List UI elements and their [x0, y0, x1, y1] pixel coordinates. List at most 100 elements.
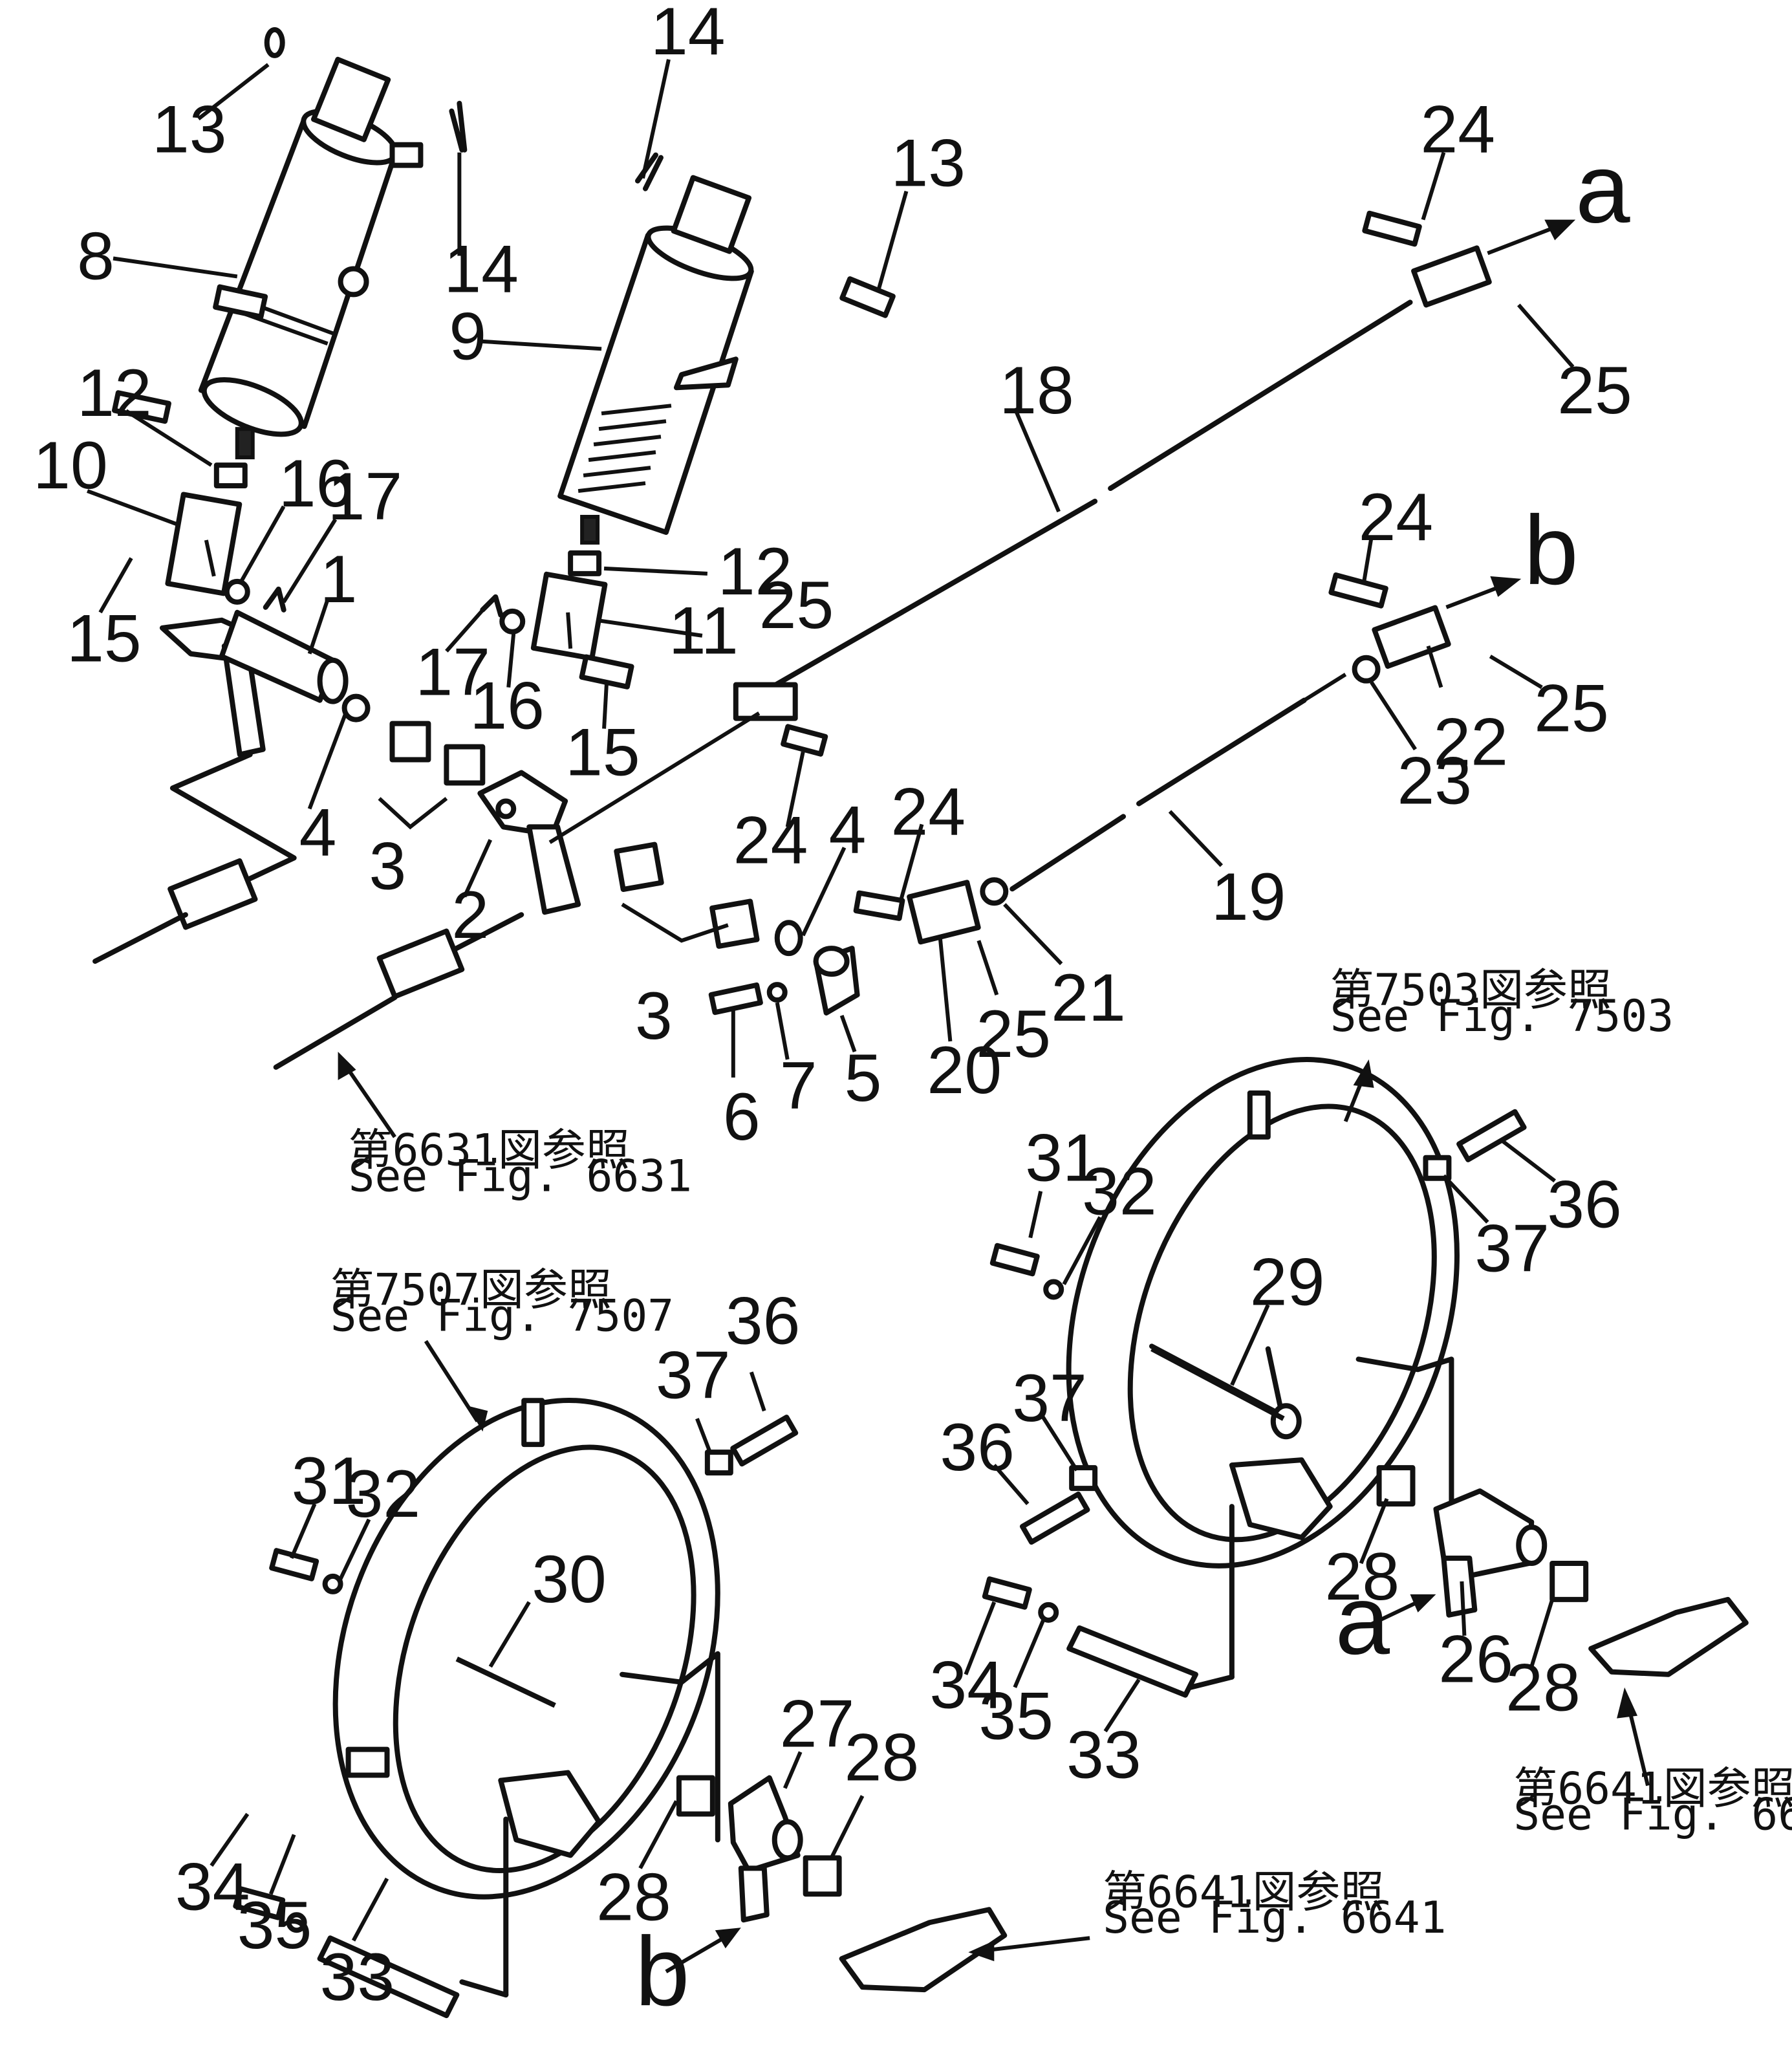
- label-23: 23: [1398, 743, 1473, 818]
- label-28: 28: [845, 1721, 920, 1796]
- label-24: 24: [1359, 480, 1434, 555]
- label-12: 12: [718, 534, 793, 609]
- pin-33-left: [233, 1886, 460, 2019]
- rod-end-11: [530, 571, 608, 661]
- brake-band-left: [332, 1398, 720, 1998]
- bolts-15: [111, 390, 634, 690]
- pins-24: [781, 210, 1422, 921]
- label-36: 36: [726, 1283, 801, 1358]
- label-9: 9: [449, 299, 486, 374]
- lever-5-bolt-6: [708, 946, 860, 1016]
- ref-6631-en: See Fig. 6631: [349, 1151, 692, 1202]
- label-17: 17: [415, 635, 490, 710]
- label-36: 36: [1547, 1168, 1622, 1243]
- label-6: 6: [723, 1080, 761, 1155]
- clevis-pin-13-right: [839, 276, 896, 318]
- ref-6631-jp: 第6631図参照: [349, 1125, 630, 1177]
- label-35: 35: [978, 1679, 1053, 1754]
- label-14: 14: [444, 232, 519, 307]
- bolts-36-right: [989, 1109, 1527, 1545]
- clevis-pin-13-left: [213, 27, 285, 320]
- lever-26: [1433, 1488, 1548, 1618]
- label-7: 7: [780, 1048, 817, 1124]
- label-37: 37: [1474, 1211, 1549, 1287]
- lever-fig6641-right: [1588, 1596, 1749, 1677]
- pin-33-right: [982, 1576, 1198, 1698]
- label-15: 15: [565, 715, 640, 790]
- cotter-pin-14-right: [635, 152, 664, 191]
- label-3: 3: [369, 829, 407, 904]
- label-28: 28: [596, 1860, 671, 1935]
- bearings-28-left: [676, 1775, 842, 1897]
- label-1: 1: [320, 542, 358, 617]
- label-25: 25: [1557, 353, 1632, 428]
- letter-b: b: [1524, 496, 1578, 605]
- label-2: 2: [451, 878, 489, 953]
- label-37: 37: [656, 1338, 731, 1413]
- label-25: 25: [759, 568, 834, 643]
- letter-a: a: [1335, 1566, 1390, 1675]
- letter-a: a: [1575, 135, 1630, 244]
- connection-letters: a b a b: [635, 135, 1630, 2027]
- ref-6641-en: See Fig. 6641: [1103, 1893, 1446, 1944]
- label-35: 35: [237, 1888, 312, 1963]
- label-26: 26: [1438, 1622, 1513, 1697]
- pin-29: [1150, 1346, 1285, 1421]
- ref-6641-en: See Fig. 6641: [1513, 1789, 1792, 1840]
- bolts-36-left: [269, 1415, 799, 1778]
- washers-pins-16-17: [224, 578, 526, 635]
- label-24: 24: [733, 803, 808, 878]
- label-31: 31: [1025, 1121, 1100, 1196]
- label-5: 5: [845, 1041, 882, 1116]
- label-25: 25: [976, 997, 1051, 1072]
- label-37: 37: [1012, 1361, 1087, 1436]
- lever-27: [728, 1775, 803, 1923]
- bearings-3-upper: [341, 693, 486, 786]
- brake-cylinder-9: [557, 175, 754, 545]
- ref-6641-jp: 第6641図参照: [1103, 1867, 1384, 1918]
- lever-shaft-1: [159, 609, 349, 757]
- nut-12-left: [213, 462, 248, 489]
- label-18: 18: [999, 353, 1074, 428]
- label-11: 11: [669, 594, 739, 669]
- label-15: 15: [67, 602, 142, 677]
- letter-b: b: [635, 1917, 689, 2026]
- leader-lines: [87, 59, 1575, 1942]
- ref-6641-jp: 第6641図参照: [1513, 1763, 1792, 1814]
- label-13: 13: [152, 92, 227, 168]
- lever-2: [477, 770, 581, 915]
- label-29: 29: [1250, 1244, 1325, 1320]
- label-24: 24: [1420, 92, 1495, 168]
- label-24: 24: [891, 774, 966, 849]
- label-12: 12: [77, 356, 152, 431]
- bearings-3-lower: [614, 842, 803, 957]
- cable-19: [907, 605, 1451, 945]
- figure-references: 第6631図参照 See Fig. 6631 第7503図参照 See Fig.…: [330, 965, 1792, 1944]
- linkage-rods: [92, 711, 761, 1070]
- label-8: 8: [77, 219, 114, 294]
- label-14: 14: [651, 0, 726, 69]
- label-16: 16: [279, 446, 354, 521]
- lever-fig6641-left: [839, 1907, 1008, 1993]
- nut-12-middle: [568, 550, 602, 576]
- ref-7507-jp: 第7507図参照: [330, 1265, 612, 1316]
- arrows: [338, 219, 1650, 1973]
- label-4: 4: [299, 795, 337, 870]
- label-30: 30: [532, 1542, 607, 1617]
- pin-30: [455, 1657, 556, 1708]
- label-28: 28: [1506, 1651, 1581, 1726]
- label-21: 21: [1051, 961, 1126, 1036]
- cable-18: [733, 245, 1492, 721]
- part-number-labels: 13 14 14 8 12 10 16 17 1 15 4 3 13 9 12 …: [33, 0, 1632, 2015]
- bearings-28-right: [1376, 1465, 1589, 1602]
- label-19: 19: [1211, 860, 1286, 935]
- label-16: 16: [470, 669, 545, 744]
- brake-cylinder-8: [198, 56, 424, 460]
- label-33: 33: [320, 1940, 395, 2015]
- ref-7503-en: See Fig. 7503: [1330, 991, 1674, 1042]
- label-31: 31: [292, 1444, 367, 1519]
- label-25: 25: [1534, 671, 1609, 746]
- label-34: 34: [929, 1648, 1004, 1723]
- label-4: 4: [829, 792, 867, 867]
- label-34: 34: [175, 1849, 250, 1924]
